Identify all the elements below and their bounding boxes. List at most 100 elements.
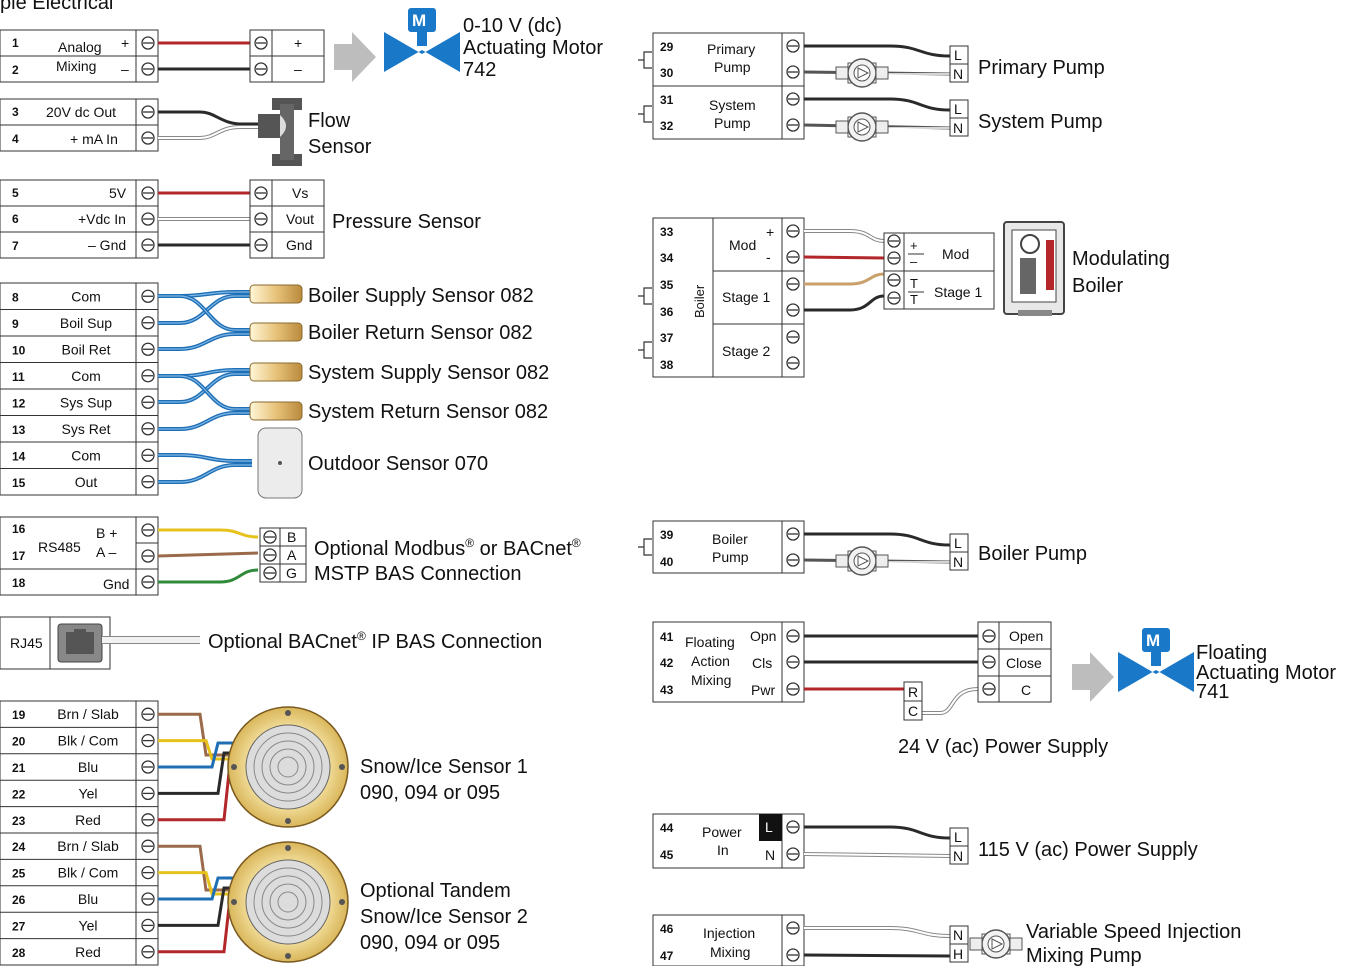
motor741-line1: Floating — [1196, 642, 1267, 664]
system-supply-label: System Supply Sensor 082 — [308, 362, 549, 384]
pump2-N: N — [953, 120, 963, 136]
dev-L: L — [954, 829, 962, 845]
outdoor-sensor-icon — [257, 427, 303, 499]
snow1-line2: 090, 094 or 095 — [360, 782, 500, 804]
flow-terminal-block: 3 4 20V dc Out + mA In — [0, 98, 159, 152]
motor741-badge: M — [1146, 631, 1160, 650]
boiler-stage1: Stage 1 — [722, 289, 770, 305]
relay-icon — [637, 538, 653, 556]
motor742-terminal-block: + – — [249, 29, 325, 83]
terminal-3: 3 — [12, 105, 19, 119]
analog-terminal-block: 1 2 Analog Mixing + – — [0, 29, 159, 83]
terminal-20: 20 — [12, 735, 26, 749]
terminal-39: 39 — [660, 528, 674, 542]
dev-N: N — [953, 848, 963, 864]
pump1-N: N — [953, 66, 963, 82]
system-return-label: System Return Sensor 082 — [308, 401, 548, 423]
floating-cls: Cls — [752, 655, 772, 671]
injection-terminal-block: 46 47 Injection Mixing — [652, 914, 805, 967]
terminal-label: Out — [75, 474, 98, 490]
terminal-label: Blk / Com — [58, 733, 119, 749]
rj45-label: RJ45 — [10, 635, 43, 651]
terminal-46: 46 — [660, 922, 674, 936]
injection-label1: Variable Speed Injection — [1026, 921, 1241, 943]
power-N: N — [765, 847, 775, 863]
pump2-label-b: Pump — [714, 115, 751, 131]
terminal-25: 25 — [12, 867, 26, 881]
pressure-l7: – Gnd — [88, 237, 126, 253]
terminal-31: 31 — [660, 93, 674, 107]
rj45-block: RJ45 — [0, 616, 111, 670]
terminal-21: 21 — [12, 761, 26, 775]
24v-supply-label: 24 V (ac) Power Supply — [898, 736, 1108, 758]
terminal-42: 42 — [660, 656, 674, 670]
analog-label: Analog — [58, 39, 102, 55]
arrow-icon — [1072, 652, 1114, 702]
bacnet-ip-label: Optional BACnet® IP BAS Connection — [208, 629, 542, 653]
boiler-return-sensor-icon — [249, 322, 303, 342]
terminal-27: 27 — [12, 919, 26, 933]
terminal-22: 22 — [12, 787, 26, 801]
pressure-vs: Vs — [292, 185, 308, 201]
floating-opn: Opn — [750, 628, 776, 644]
terminal-44: 44 — [660, 821, 674, 835]
dev-stage1: Stage 1 — [934, 284, 982, 300]
terminal-label: Red — [75, 944, 101, 960]
terminal-34: 34 — [660, 251, 674, 265]
terminal-12: 12 — [12, 396, 26, 410]
terminal-8: 8 — [12, 290, 19, 304]
terminal-label: Brn / Slab — [57, 706, 119, 722]
terminal-label: Yel — [79, 917, 98, 933]
boiler-supply-sensor-icon — [249, 284, 303, 304]
pump1-label-a: Primary — [707, 41, 755, 57]
flow-label1: Flow — [308, 110, 351, 132]
boiler-pump-terminal-block: 39 40 Boiler Pump — [652, 520, 805, 574]
power-terminal-block: 44 45 Power In L N — [652, 813, 805, 869]
terminal-14: 14 — [12, 449, 26, 463]
terminal-43: 43 — [660, 683, 674, 697]
boiler-mod: Mod — [729, 237, 756, 253]
pressure-vout: Vout — [286, 211, 314, 227]
snow1-line1: Snow/Ice Sensor 1 — [360, 756, 528, 778]
115v-supply-label: 115 V (ac) Power Supply — [978, 839, 1198, 861]
motor741-line3: 741 — [1196, 681, 1229, 703]
pressure-label: Pressure Sensor — [332, 211, 481, 233]
terminal-19: 19 — [12, 708, 26, 722]
floating-pwr: Pwr — [751, 682, 775, 698]
arrow-icon — [334, 32, 376, 82]
snow2-line3: 090, 094 or 095 — [360, 932, 500, 954]
boiler-device-block: + – Mod T T Stage 1 — [883, 232, 995, 310]
terminal-5: 5 — [12, 186, 19, 200]
floating-terminal-block: 41 42 43 Floating Action Mixing Opn Cls … — [652, 621, 805, 703]
boilerpump-l2: Pump — [712, 549, 749, 565]
terminal-45: 45 — [660, 848, 674, 862]
flow-label2: Sensor — [308, 136, 372, 158]
terminal-33: 33 — [660, 225, 674, 239]
system-pump-icon — [835, 112, 889, 142]
terminal-38: 38 — [660, 358, 674, 372]
pump-ln-block: L N L N — [949, 45, 969, 137]
terminal-36: 36 — [660, 305, 674, 319]
plus-label: + — [121, 35, 129, 51]
flow-sensor-icon — [258, 98, 302, 166]
injection-N: N — [953, 927, 963, 943]
terminal-24: 24 — [12, 840, 26, 854]
terminal-label: Blk / Com — [58, 865, 119, 881]
dev-plus: + — [910, 238, 918, 253]
motor-c: C — [1021, 682, 1031, 698]
injection-H: H — [953, 946, 963, 962]
terminal-label: Brn / Slab — [57, 838, 119, 854]
system-return-sensor-icon — [249, 401, 303, 421]
rs485-a: A – — [96, 544, 116, 560]
injection-l1: Injection — [703, 925, 755, 941]
terminal-37: 37 — [660, 331, 674, 345]
terminal-18: 18 — [12, 576, 26, 590]
terminal-label: Yel — [79, 785, 98, 801]
terminal-23: 23 — [12, 814, 26, 828]
power-L: L — [765, 819, 773, 835]
modbus-line2: MSTP BAS Connection — [314, 563, 522, 585]
terminal-label: Sys Ret — [61, 421, 110, 437]
system-supply-sensor-icon — [249, 362, 303, 382]
flow-l3: 20V dc Out — [46, 104, 116, 120]
floating-l1: Floating — [685, 634, 735, 650]
